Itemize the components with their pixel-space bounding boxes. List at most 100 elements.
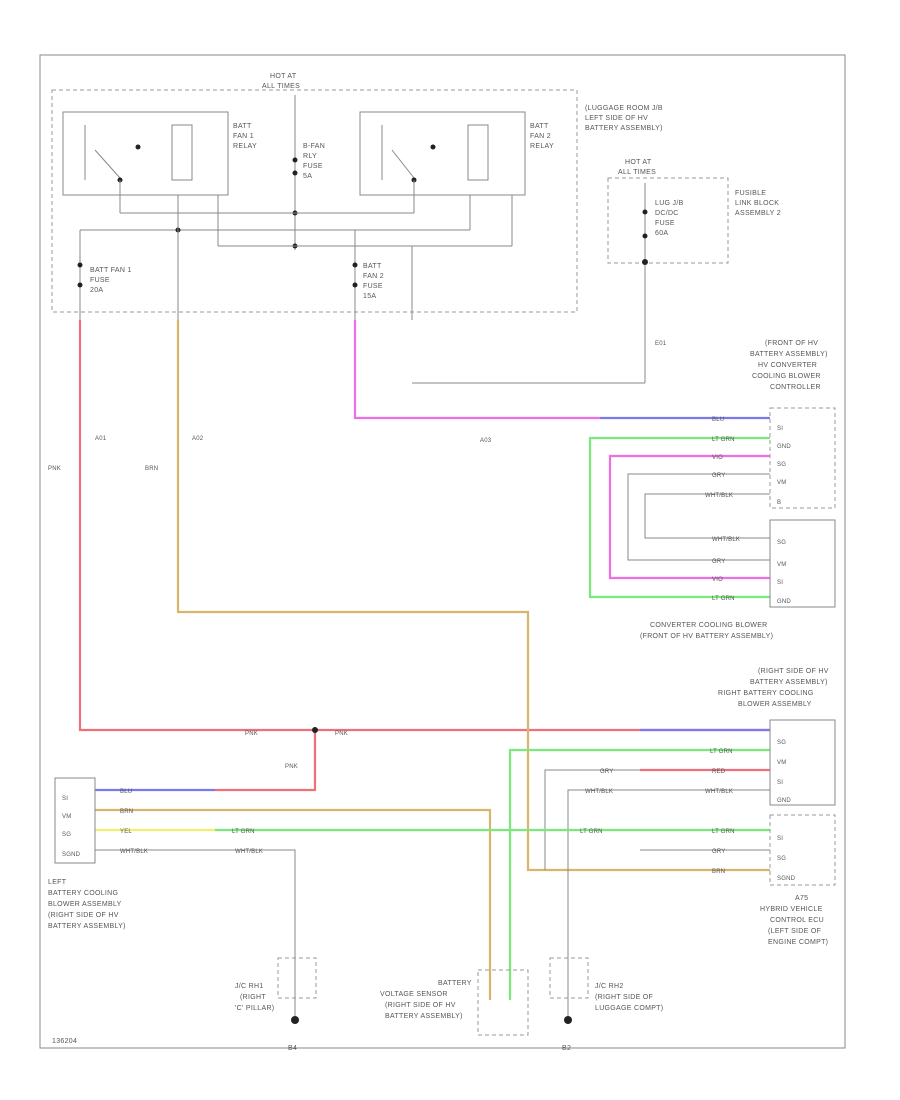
svg-text:(LEFT SIDE OF: (LEFT SIDE OF bbox=[768, 928, 821, 935]
wire-label-pnk-3: PNK bbox=[335, 731, 348, 737]
wire-label-ltgrn-5: LT GRN bbox=[580, 829, 603, 835]
label-dcdc-fuse: LUG J/B DC/DC FUSE 60A bbox=[655, 200, 684, 237]
label-hybrid-ecu: A75 HYBRID VEHICLE CONTROL ECU (LEFT SID… bbox=[760, 895, 828, 946]
label-fan2-relay: BATT FAN 2 RELAY bbox=[530, 123, 554, 150]
splice-pnk bbox=[312, 727, 318, 733]
svg-text:RELAY: RELAY bbox=[233, 143, 257, 150]
svg-text:BATT: BATT bbox=[530, 123, 549, 130]
svg-text:J/C RH2: J/C RH2 bbox=[595, 983, 624, 990]
svg-text:BATTERY ASSEMBLY): BATTERY ASSEMBLY) bbox=[750, 679, 828, 686]
label-hot-top: HOT AT ALL TIMES bbox=[262, 73, 300, 90]
svg-text:FAN 2: FAN 2 bbox=[363, 273, 384, 280]
fan2-relay-switch bbox=[391, 149, 415, 179]
wire-label-whtblk: WHT/BLK bbox=[120, 849, 148, 855]
wire-label-ltgrn: LT GRN bbox=[232, 829, 255, 835]
wire-label-pnk-2: PNK bbox=[245, 731, 258, 737]
hybrid-ecu-box bbox=[769, 814, 836, 886]
svg-text:BATTERY ASSEMBLY): BATTERY ASSEMBLY) bbox=[48, 923, 126, 930]
wire-label-red: RED bbox=[712, 769, 726, 775]
diagram-frame bbox=[39, 54, 846, 1049]
label-converter-blower: CONVERTER COOLING BLOWER (FRONT OF HV BA… bbox=[640, 622, 773, 640]
wire-label-ltgrn-4: LT GRN bbox=[710, 749, 733, 755]
pin-sg-3: SG bbox=[777, 740, 786, 746]
pin-si-3: SI bbox=[777, 780, 783, 786]
wire-label-whtblk-6: WHT/BLK bbox=[585, 789, 613, 795]
pin-gnd-1: GND bbox=[777, 444, 791, 450]
label-fan2-fuse: BATT FAN 2 FUSE 15A bbox=[363, 263, 384, 300]
svg-text:ALL TIMES: ALL TIMES bbox=[262, 83, 300, 90]
pin-vm-2: VM bbox=[777, 562, 786, 568]
svg-text:BATTERY ASSEMBLY): BATTERY ASSEMBLY) bbox=[585, 125, 663, 132]
label-fan1-relay: BATT FAN 1 RELAY bbox=[233, 123, 257, 150]
svg-text:BLOWER ASSEMBLY: BLOWER ASSEMBLY bbox=[738, 701, 812, 708]
svg-text:BATT FAN 1: BATT FAN 1 bbox=[90, 267, 132, 274]
pin-gnd-3: GND bbox=[777, 798, 791, 804]
label-left-blower: LEFT BATTERY COOLING BLOWER ASSEMBLY (RI… bbox=[48, 879, 126, 930]
fan1-relay-contact bbox=[135, 144, 141, 150]
label-jc-pillar: J/C RH1 (RIGHT 'C' PILLAR) bbox=[235, 983, 274, 1012]
svg-text:HV CONVERTER: HV CONVERTER bbox=[758, 362, 817, 369]
label-relay-fuse: B-FAN RLY FUSE 5A bbox=[303, 143, 325, 180]
svg-text:LUG J/B: LUG J/B bbox=[655, 200, 684, 207]
svg-text:CONTROLLER: CONTROLLER bbox=[770, 384, 821, 391]
wire-ltgrn-right bbox=[508, 748, 770, 1000]
svg-text:HOT AT: HOT AT bbox=[625, 159, 652, 166]
wire-label-whtblk-2: WHT/BLK bbox=[235, 849, 263, 855]
svg-text:A75: A75 bbox=[795, 895, 808, 902]
svg-text:FAN 1: FAN 1 bbox=[233, 133, 254, 140]
svg-text:DC/DC: DC/DC bbox=[655, 210, 679, 217]
svg-text:FAN 2: FAN 2 bbox=[530, 133, 551, 140]
svg-text:(RIGHT SIDE OF: (RIGHT SIDE OF bbox=[595, 994, 653, 1001]
pin-si-5: SI bbox=[62, 796, 68, 802]
left-cooling-blower bbox=[54, 777, 96, 864]
relay-fuse-top bbox=[292, 157, 298, 163]
label-right-side-hv: (RIGHT SIDE OF HV BATTERY ASSEMBLY) RIGH… bbox=[718, 668, 828, 708]
pin-vm-5: VM bbox=[62, 814, 71, 820]
svg-text:BATT: BATT bbox=[233, 123, 252, 130]
wire-label-gry-2: GRY bbox=[712, 559, 726, 565]
wire-pnk bbox=[78, 320, 317, 792]
pin-gnd-2: GND bbox=[777, 599, 791, 605]
svg-text:BATTERY ASSEMBLY): BATTERY ASSEMBLY) bbox=[385, 1013, 463, 1020]
svg-text:20A: 20A bbox=[90, 287, 103, 294]
svg-text:COOLING BLOWER: COOLING BLOWER bbox=[752, 373, 821, 380]
label-jc-lug: J/C RH2 (RIGHT SIDE OF LUGGAGE COMPT) bbox=[595, 983, 663, 1012]
wire-label-pnk: PNK bbox=[48, 466, 61, 472]
svg-text:RELAY: RELAY bbox=[530, 143, 554, 150]
battery-voltage-sensor bbox=[477, 969, 529, 1036]
ground-right-icon bbox=[564, 1016, 572, 1024]
wire-label-blu: BLU bbox=[120, 789, 132, 795]
wire-label-yel: YEL bbox=[120, 829, 132, 835]
svg-text:(FRONT OF HV BATTERY ASSEMBLY): (FRONT OF HV BATTERY ASSEMBLY) bbox=[640, 633, 773, 640]
label-hot-right: HOT AT ALL TIMES bbox=[618, 159, 656, 176]
wire-label-brn-2: BRN bbox=[120, 809, 133, 815]
svg-text:LUGGAGE COMPT): LUGGAGE COMPT) bbox=[595, 1005, 663, 1012]
svg-text:BATTERY: BATTERY bbox=[438, 980, 472, 987]
wire-brn bbox=[176, 320, 770, 872]
label-fan1-fuse: BATT FAN 1 FUSE 20A bbox=[90, 267, 132, 294]
svg-text:(RIGHT: (RIGHT bbox=[240, 994, 266, 1001]
pin-gnd-5: SGND bbox=[62, 852, 81, 858]
fusible-link-box bbox=[607, 177, 729, 264]
svg-text:60A: 60A bbox=[655, 230, 668, 237]
svg-text:ASSEMBLY 2: ASSEMBLY 2 bbox=[735, 210, 781, 217]
pin-sg-4: SG bbox=[777, 856, 786, 862]
svg-text:ENGINE COMPT): ENGINE COMPT) bbox=[768, 939, 828, 946]
wire-label-brn-3: BRN bbox=[712, 869, 725, 875]
fan1-relay-coil bbox=[171, 124, 193, 181]
fan2-relay-box bbox=[359, 111, 526, 196]
svg-text:BATT: BATT bbox=[363, 263, 382, 270]
conn-ref-a03: A03 bbox=[480, 438, 492, 444]
converter-cooling-blower bbox=[769, 519, 836, 608]
svg-text:RLY: RLY bbox=[303, 153, 317, 160]
svg-text:FUSE: FUSE bbox=[90, 277, 110, 284]
svg-text:15A: 15A bbox=[363, 293, 376, 300]
svg-text:LEFT: LEFT bbox=[48, 879, 67, 886]
pin-sg-1: SG bbox=[777, 462, 786, 468]
luggage-jb-box bbox=[51, 89, 578, 313]
svg-text:RIGHT BATTERY COOLING: RIGHT BATTERY COOLING bbox=[718, 690, 814, 697]
svg-text:HYBRID VEHICLE: HYBRID VEHICLE bbox=[760, 906, 823, 913]
pin-sg-5: SG bbox=[62, 832, 71, 838]
pin-vm-3: VM bbox=[777, 760, 786, 766]
